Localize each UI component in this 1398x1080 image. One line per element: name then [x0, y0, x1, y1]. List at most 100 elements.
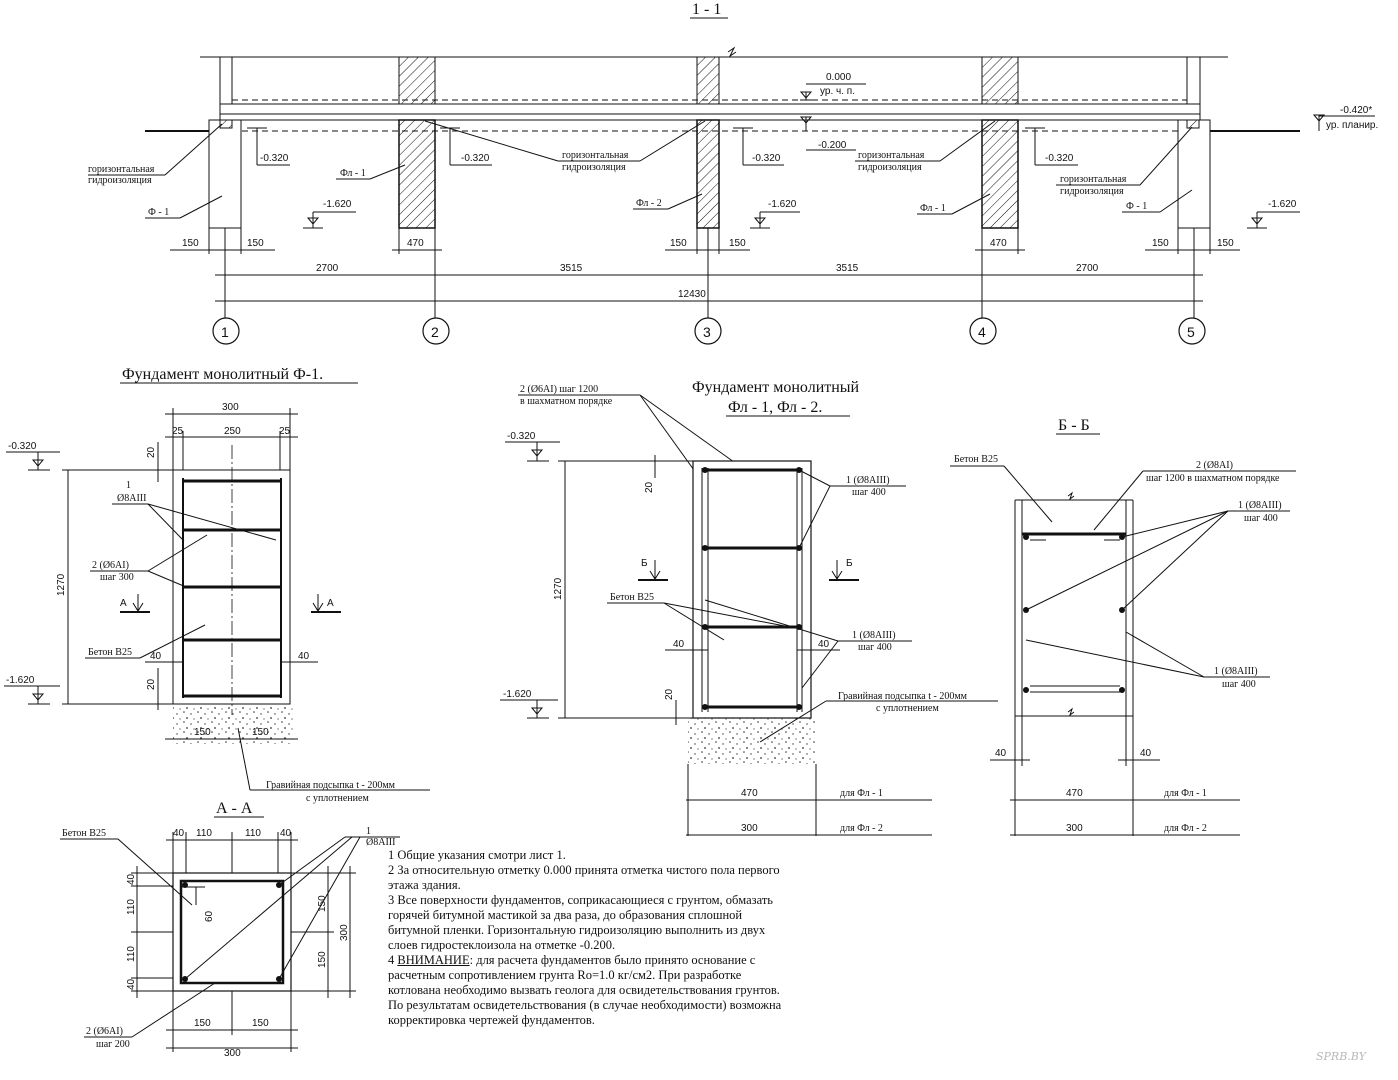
svg-text:25: 25 — [279, 426, 291, 437]
svg-text:20: 20 — [146, 678, 157, 690]
svg-text:12430: 12430 — [678, 289, 706, 300]
svg-text:для Фл - 2: для Фл - 2 — [1164, 823, 1207, 834]
svg-text:5: 5 — [1187, 324, 1195, 340]
axis-lines — [224, 228, 1195, 318]
svg-text:4: 4 — [978, 324, 986, 340]
a-a-body — [172, 872, 292, 992]
svg-text:-0.200: -0.200 — [818, 140, 847, 151]
fl-gravel — [688, 718, 816, 764]
svg-text:шаг 300: шаг 300 — [100, 572, 134, 583]
svg-text:40: 40 — [1140, 748, 1152, 759]
svg-text:40: 40 — [298, 651, 310, 662]
svg-text:40: 40 — [126, 978, 137, 990]
svg-text:1: 1 — [221, 324, 229, 340]
svg-text:470: 470 — [990, 238, 1007, 249]
svg-text:горизонтальная: горизонтальная — [88, 164, 155, 175]
axis-bubble-4: 4 — [969, 317, 997, 345]
svg-text:шаг 1200 в шахматном порядке: шаг 1200 в шахматном порядке — [1146, 473, 1280, 484]
svg-text:гидроизоляция: гидроизоляция — [858, 162, 922, 173]
svg-text:гидроизоляция: гидроизоляция — [562, 162, 626, 173]
svg-text:2 (Ø6АI): 2 (Ø6АI) — [92, 560, 129, 571]
svg-text:2700: 2700 — [316, 263, 339, 274]
svg-text:шаг 400: шаг 400 — [1222, 679, 1256, 690]
svg-text:110: 110 — [126, 899, 137, 915]
svg-text:А: А — [327, 598, 334, 609]
svg-text:150: 150 — [317, 951, 328, 968]
svg-text:110: 110 — [245, 828, 261, 839]
foundation-f1-right — [1177, 119, 1211, 229]
note-2: 2 За относительную отметку 0.000 принята… — [388, 863, 780, 892]
svg-text:150: 150 — [729, 238, 746, 249]
svg-text:110: 110 — [196, 828, 212, 839]
axis-bubble-1: 1 — [212, 317, 240, 345]
attention-word: ВНИМАНИЕ — [397, 953, 470, 967]
note-1: 1 Общие указания смотри лист 1. — [388, 848, 566, 862]
svg-text:250: 250 — [224, 426, 241, 437]
svg-text:Ø8АIII: Ø8АIII — [117, 493, 146, 504]
svg-text:Гравийная подсыпка t - 200мм: Гравийная подсыпка t - 200мм — [266, 780, 396, 791]
svg-text:20: 20 — [644, 481, 655, 493]
svg-text:-0.320: -0.320 — [752, 153, 781, 164]
svg-text:Бетон В25: Бетон В25 — [610, 592, 654, 603]
a-a-stirrup — [179, 879, 285, 985]
svg-text:Бетон В25: Бетон В25 — [62, 828, 106, 839]
wall-axis-3 — [696, 56, 720, 105]
axis-bubble-5: 5 — [1178, 317, 1206, 345]
svg-text:1 (Ø8АIII): 1 (Ø8АIII) — [1214, 666, 1258, 677]
svg-text:гидроизоляция: гидроизоляция — [88, 175, 152, 186]
svg-text:20: 20 — [146, 446, 157, 458]
svg-text:25: 25 — [172, 426, 184, 437]
note-3: 3 Все поверхности фундаментов, соприкаса… — [388, 893, 773, 952]
svg-text:Бетон В25: Бетон В25 — [88, 647, 132, 658]
svg-text:ур. ч. п.: ур. ч. п. — [820, 86, 855, 97]
span-dims: 2700 3515 3515 2700 12430 — [215, 263, 1203, 308]
note-4: 4 ВНИМАНИЕ: для расчета фундаментов было… — [388, 953, 782, 1027]
svg-text:60: 60 — [204, 910, 215, 922]
svg-text:Фл - 1: Фл - 1 — [340, 168, 366, 179]
section-b-b: Б - Б Бетон В25 2 (Ø8АI) шаг 1200 в шахм… — [950, 417, 1296, 836]
svg-text:300: 300 — [1066, 823, 1083, 834]
svg-text:300: 300 — [741, 823, 758, 834]
svg-text:шаг 400: шаг 400 — [858, 642, 892, 653]
svg-text:1270: 1270 — [56, 573, 67, 596]
svg-text:40: 40 — [126, 873, 137, 885]
svg-text:470: 470 — [1066, 788, 1083, 799]
svg-text:А: А — [120, 598, 127, 609]
level-marker-zero: 0.000 ур. ч. п. — [799, 72, 866, 101]
svg-text:300: 300 — [339, 924, 350, 941]
svg-text:Ø8АIII: Ø8АIII — [366, 837, 395, 848]
svg-text:2 (Ø6АI) шаг 1200: 2 (Ø6АI) шаг 1200 — [520, 384, 598, 395]
svg-text:40: 40 — [818, 639, 830, 650]
svg-text:0.000: 0.000 — [826, 72, 851, 83]
svg-text:1 (Ø8АIII): 1 (Ø8АIII) — [852, 630, 896, 641]
svg-text:-0.320: -0.320 — [1045, 153, 1074, 164]
svg-text:Б: Б — [641, 558, 648, 569]
section-1-1-labels: горизонтальная гидроизоляция Ф - 1 Фл - … — [88, 120, 1193, 219]
svg-text:3515: 3515 — [836, 263, 859, 274]
section-a-a: А - А 40 110 110 40 60 40 110 110 40 150… — [60, 800, 400, 1059]
svg-text:-1.620: -1.620 — [503, 689, 532, 700]
svg-text:Фл - 1: Фл - 1 — [920, 203, 946, 214]
svg-text:3515: 3515 — [560, 263, 583, 274]
svg-text:2 (Ø6АI): 2 (Ø6АI) — [86, 1026, 123, 1037]
svg-text:1: 1 — [366, 826, 371, 837]
svg-text:150: 150 — [194, 727, 211, 738]
section-1-1-title: 1 - 1 — [692, 1, 721, 18]
wall-axis-4 — [981, 56, 1019, 105]
svg-text:Ф - 1: Ф - 1 — [148, 207, 169, 218]
svg-text:-0.420*: -0.420* — [1340, 105, 1372, 116]
section-a-a-title: А - А — [216, 800, 253, 817]
svg-text:шаг 400: шаг 400 — [852, 487, 886, 498]
foundation-fl-detail: Фундамент монолитный Фл - 1, Фл - 2. 2 (… — [500, 379, 998, 836]
svg-text:150: 150 — [1152, 238, 1169, 249]
svg-text:150: 150 — [247, 238, 264, 249]
level-markers-bottom: -1.620 -1.620 -1.620 — [303, 199, 1300, 229]
svg-text:Фл - 2: Фл - 2 — [636, 198, 662, 209]
svg-text:ур. планир.: ур. планир. — [1326, 120, 1378, 131]
svg-text:-0.320: -0.320 — [461, 153, 490, 164]
svg-text:150: 150 — [252, 727, 269, 738]
svg-text:горизонтальная: горизонтальная — [562, 150, 629, 161]
svg-text:с уплотнением: с уплотнением — [306, 793, 369, 804]
svg-text:для Фл - 1: для Фл - 1 — [840, 788, 883, 799]
svg-text:в шахматном порядке: в шахматном порядке — [520, 396, 613, 407]
